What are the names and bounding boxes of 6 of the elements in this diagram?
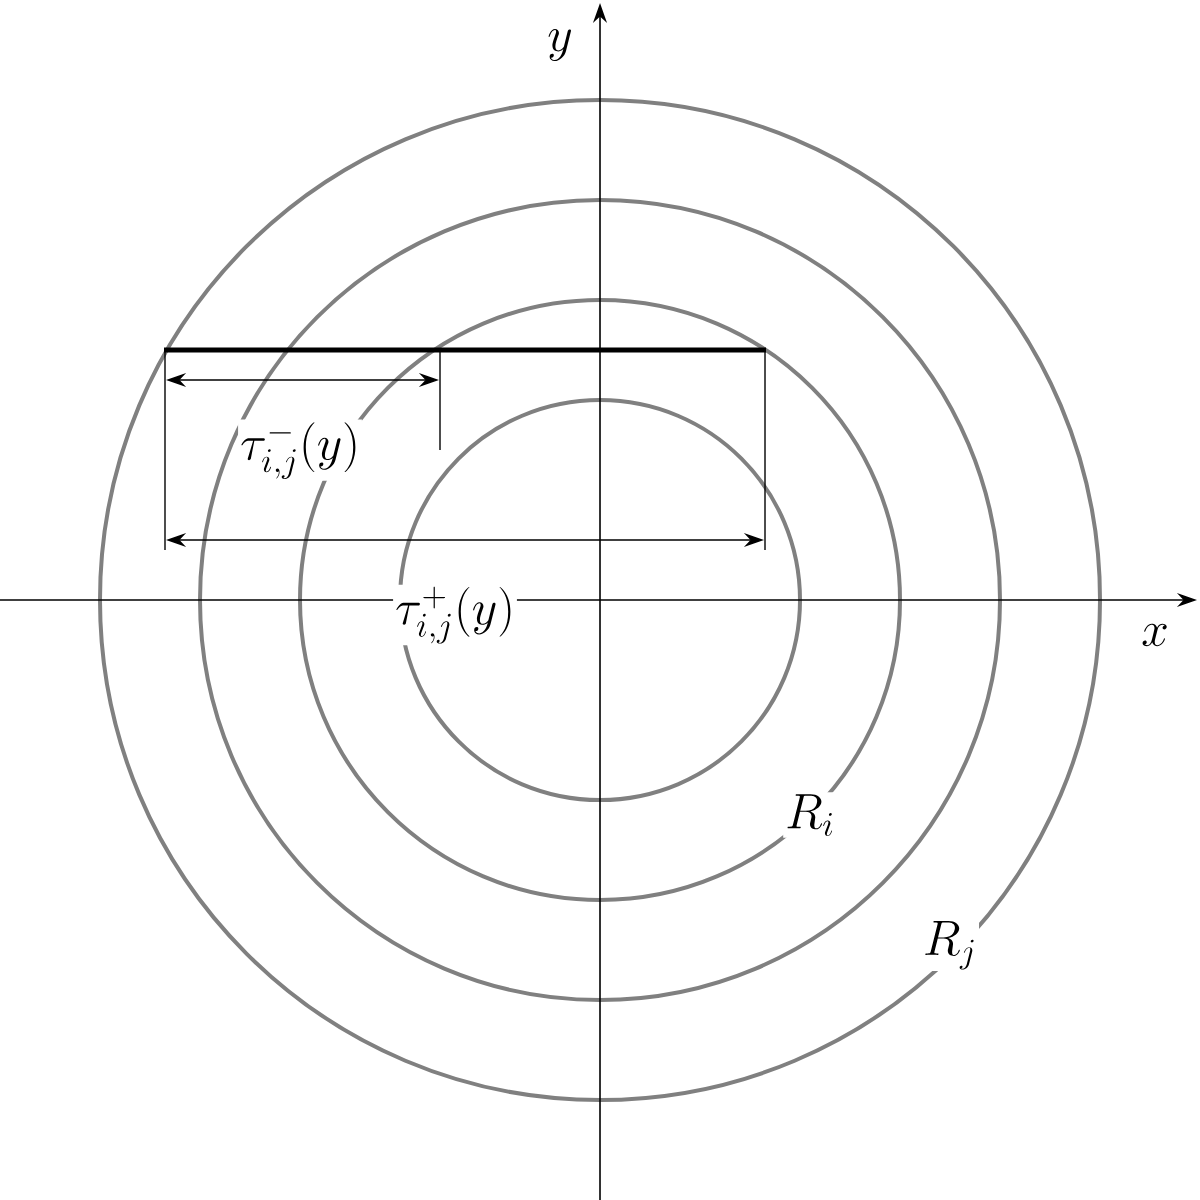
math-label: $\tau^{+}_{i,j}(y)$ <box>393 584 517 646</box>
axis-label: $x$ <box>1142 623 1167 647</box>
math-label: $\tau^{-}_{i,j}(y)$ <box>238 419 362 481</box>
math-label: $R_i$ <box>783 792 837 838</box>
axis-label: $y$ <box>548 28 571 62</box>
math-label: $R_j$ <box>921 918 979 972</box>
